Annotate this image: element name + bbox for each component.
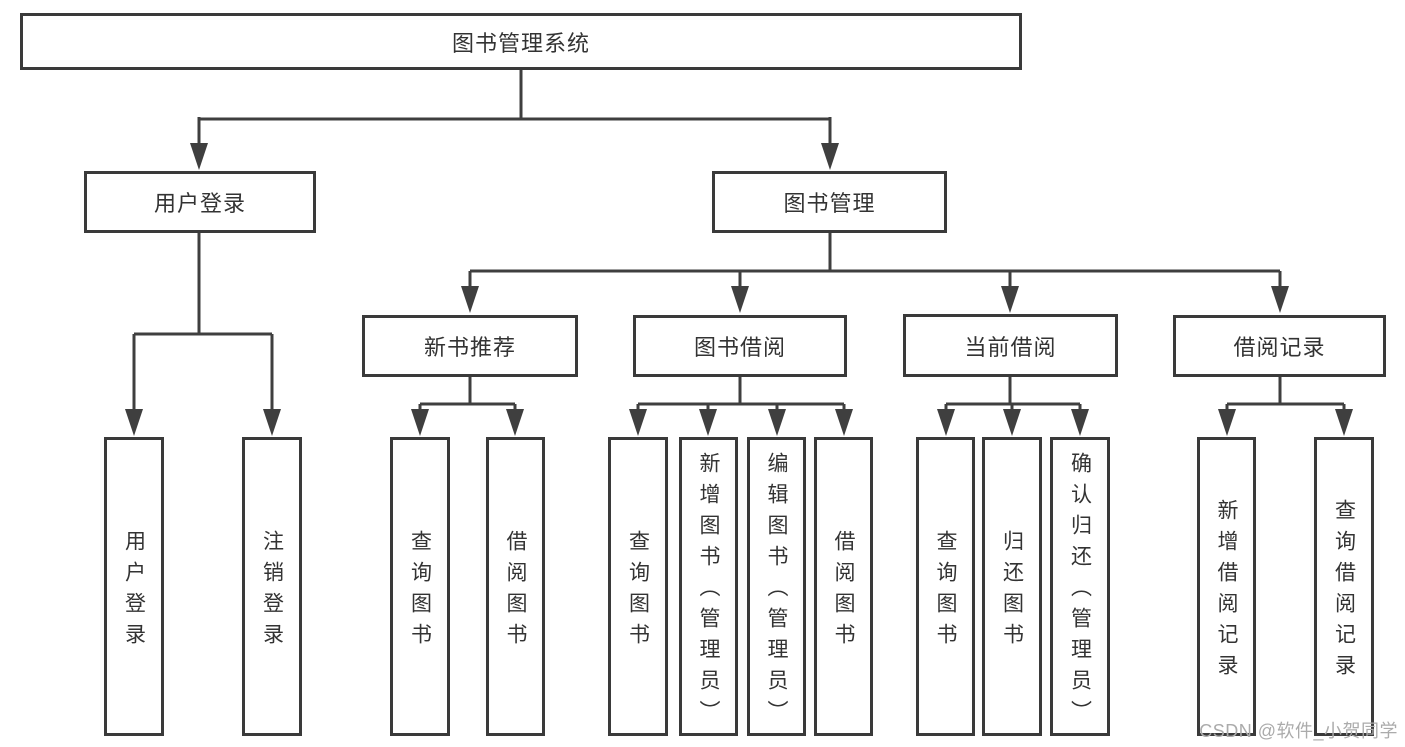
csdn-watermark: CSDN @软件_小贺同学	[1199, 721, 1398, 741]
arrowhead-icon	[125, 409, 143, 436]
connector-user-login-to-leaves	[132, 233, 274, 414]
arrowhead-icon	[411, 409, 429, 436]
arrowhead-icon	[1271, 286, 1289, 313]
connector-new-book-recommend-to-leaves	[418, 377, 517, 414]
leaf-query-borrow-record: 查询借阅记录	[1314, 437, 1374, 736]
arrowhead-icon	[1003, 409, 1021, 436]
leaf-edit-books-admin: 编辑图书（管理员）	[747, 437, 806, 736]
node-borrow-records: 借阅记录	[1173, 315, 1386, 377]
node-book-borrow: 图书借阅	[633, 315, 847, 377]
arrowhead-icon	[768, 409, 786, 436]
arrowhead-icon	[1001, 286, 1019, 313]
leaf-borrow-books-recommend: 借阅图书	[486, 437, 545, 736]
node-label: 借阅记录	[1233, 335, 1326, 360]
node-new-book-recommend: 新书推荐	[362, 315, 578, 377]
leaf-logout: 注销登录	[242, 437, 302, 736]
leaf-query-books-recommend: 查询图书	[390, 437, 450, 736]
arrowhead-icon	[937, 409, 955, 436]
leaf-label: 查询借阅记录	[1332, 498, 1356, 685]
node-user-login: 用户登录	[84, 171, 316, 233]
leaf-add-books-admin: 新增图书（管理员）	[679, 437, 738, 736]
arrowhead-icon	[821, 143, 839, 170]
arrowhead-icon	[506, 409, 524, 436]
connector-root-to-level2	[197, 69, 832, 148]
node-label: 图书借阅	[693, 335, 786, 360]
node-label: 用户登录	[153, 191, 246, 216]
arrowhead-icon	[1218, 409, 1236, 436]
leaf-label: 新增图书（管理员）	[697, 452, 720, 731]
node-label: 新书推荐	[423, 335, 516, 360]
arrowhead-icon	[835, 409, 853, 436]
arrowhead-icon	[1071, 409, 1089, 436]
node-label: 图书管理	[783, 191, 876, 216]
leaf-label: 用户登录	[122, 529, 146, 654]
leaf-label: 编辑图书（管理员）	[765, 452, 788, 731]
arrowhead-icon	[1335, 409, 1353, 436]
leaf-borrow-books: 借阅图书	[814, 437, 873, 736]
connector-borrow-records-to-leaves	[1225, 377, 1346, 414]
leaf-confirm-return-admin: 确认归还（管理员）	[1050, 437, 1110, 736]
leaf-label: 借阅图书	[832, 529, 855, 654]
leaf-label: 查询图书	[408, 529, 432, 654]
arrowhead-icon	[263, 409, 281, 436]
leaf-label: 新增借阅记录	[1215, 498, 1238, 685]
node-label: 当前借阅	[964, 334, 1057, 360]
node-current-borrow: 当前借阅	[903, 314, 1118, 377]
node-label: 图书管理系统	[451, 30, 590, 56]
leaf-label: 归还图书	[1000, 529, 1024, 654]
leaf-query-books-borrow: 查询图书	[608, 437, 668, 736]
arrowhead-icon	[699, 409, 717, 436]
connector-current-borrow-to-leaves	[944, 377, 1082, 414]
leaf-user-login: 用户登录	[104, 437, 164, 736]
connector-book-borrow-to-leaves	[636, 377, 846, 414]
arrowhead-icon	[629, 409, 647, 436]
leaf-query-books-current: 查询图书	[916, 437, 975, 736]
leaf-label: 注销登录	[260, 529, 284, 654]
leaf-add-borrow-record: 新增借阅记录	[1197, 437, 1256, 736]
leaf-label: 查询图书	[934, 529, 957, 654]
arrowhead-icon	[731, 286, 749, 313]
connector-book-management-to-level3	[468, 233, 1282, 290]
leaf-label: 借阅图书	[504, 529, 527, 654]
node-book-management: 图书管理	[712, 171, 947, 233]
leaf-label: 查询图书	[626, 529, 650, 654]
leaf-return-books: 归还图书	[982, 437, 1042, 736]
arrowhead-icon	[190, 143, 208, 170]
arrowhead-icon	[461, 286, 479, 313]
leaf-label: 确认归还（管理员）	[1068, 452, 1092, 731]
node-library-management-system: 图书管理系统	[20, 13, 1022, 70]
